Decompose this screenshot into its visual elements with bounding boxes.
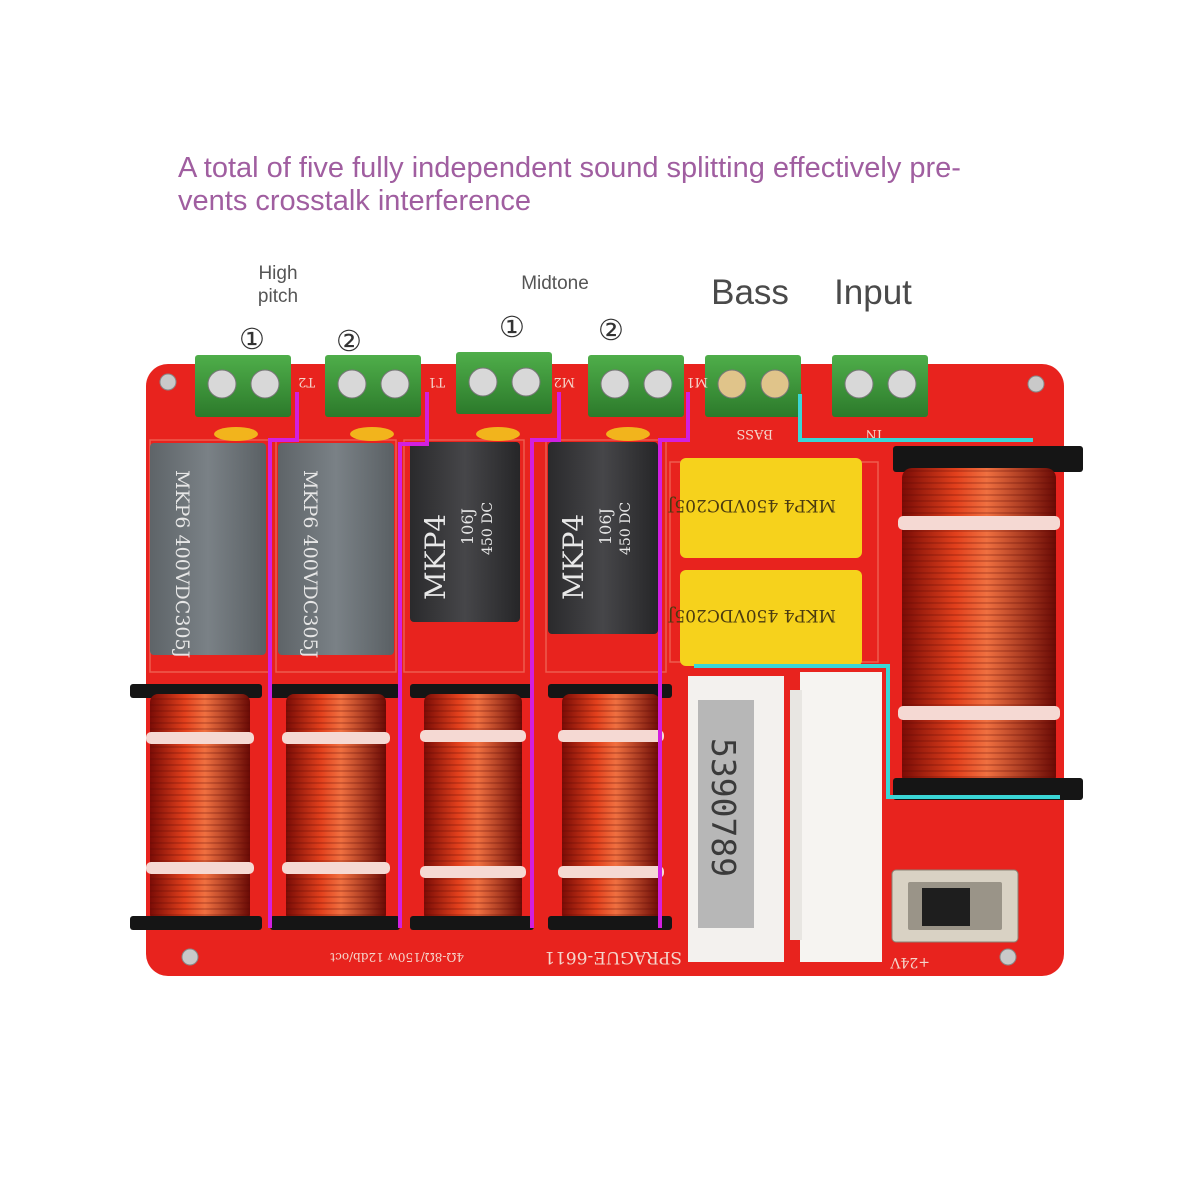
input-label: Input [834,273,912,312]
high-pitch-label: High pitch [238,262,318,308]
terminal-label-m1: M1 [686,374,708,389]
headline-line-1: A total of five fully independent sound … [178,152,961,184]
headline-line-2: vents crosstalk interference [178,185,531,217]
yellow-capacitor-1-label: MKP4 450VDC205J [667,495,836,515]
midtone-1-marker: ① [499,310,525,344]
resistor-code: 5390789 [704,738,743,877]
terminal-label-in: IN [865,426,882,441]
inductor-coil-2 [270,684,400,930]
divider-line-1 [268,392,299,928]
bass-inductor-coil [893,446,1083,800]
grey-capacitor-2-label: MKP6 400VDC305J [299,470,321,658]
cement-resistor-2 [790,672,882,962]
yellow-capacitor-2: MKP4 450VDC205J [667,570,862,666]
terminal-block-t1 [325,355,421,417]
screw-icon [1027,375,1045,393]
headline: A total of five fully independent sound … [178,152,1028,218]
terminal-labels: T2 T1 M2 M1 BASS IN [298,374,882,441]
magenta-divider-lines [268,392,690,928]
cyan-line-input [798,394,1033,442]
terminal-label-t1: T1 [428,374,445,389]
inductor-coil-4 [548,684,672,930]
midtone-label: Midtone [521,273,589,294]
black-capacitor-2-value: 106J [596,508,615,545]
high-pitch-label-line-2: pitch [257,286,299,307]
black-capacitor-1: MKP4 106J 450 DC [410,442,520,622]
black-capacitor-2: MKP4 106J 450 DC [548,442,658,634]
terminal-label-m2: M2 [553,374,575,389]
terminal-block-m2 [456,352,552,414]
cyan-line-bass [694,664,1060,799]
black-capacitor-1-brand: MKP4 [419,514,452,600]
terminal-block-input [832,355,928,417]
yellow-capacitor-2-label: MKP4 450VDC205J [667,605,836,625]
inductor-coil-3 [410,684,534,930]
divider-line-3 [530,392,561,928]
board-model: SPRAGUE-6611 [544,947,682,967]
switch-label: +24V [889,954,930,970]
grey-capacitor-2: MKP6 400VDC305J [278,443,394,658]
cyan-divider-lines [694,394,1060,799]
terminal-block-bass [705,355,801,417]
high-pitch-1-marker: ① [239,322,265,356]
screw-icons [159,373,1045,966]
inductor-coil-1 [130,684,262,930]
terminal-label-t2: T2 [298,374,315,389]
power-switch[interactable] [891,869,1019,943]
terminal-label-bass: BASS [736,426,773,441]
divider-line-4 [658,392,690,928]
black-capacitor-2-voltage: 450 DC [618,502,634,555]
screw-icon [999,948,1017,966]
black-capacitor-2-brand: MKP4 [557,514,590,600]
divider-line-2 [398,392,429,928]
cement-resistor-1: 5390789 [688,676,784,962]
midtone-2-marker: ② [598,313,624,347]
terminal-blocks [195,352,928,417]
black-capacitor-1-voltage: 450 DC [480,502,496,555]
yellow-capacitor-1: MKP4 450VDC205J [667,458,862,558]
high-pitch-label-line-1: High [258,263,298,284]
terminal-block-t2 [195,355,291,417]
high-pitch-2-marker: ② [336,324,362,358]
terminal-block-m1 [588,355,684,417]
grey-capacitor-1: MKP6 400VDC305J [150,443,266,658]
screw-icon [159,373,177,391]
black-capacitor-1-value: 106J [458,508,477,545]
small-yellow-capacitors [214,427,650,441]
grey-capacitor-1-label: MKP6 400VDC305J [171,470,193,658]
bass-label: Bass [711,273,789,312]
board-spec: 4Ω-8Ω/150w 12db/oct [330,950,464,964]
screw-icon [181,948,199,966]
